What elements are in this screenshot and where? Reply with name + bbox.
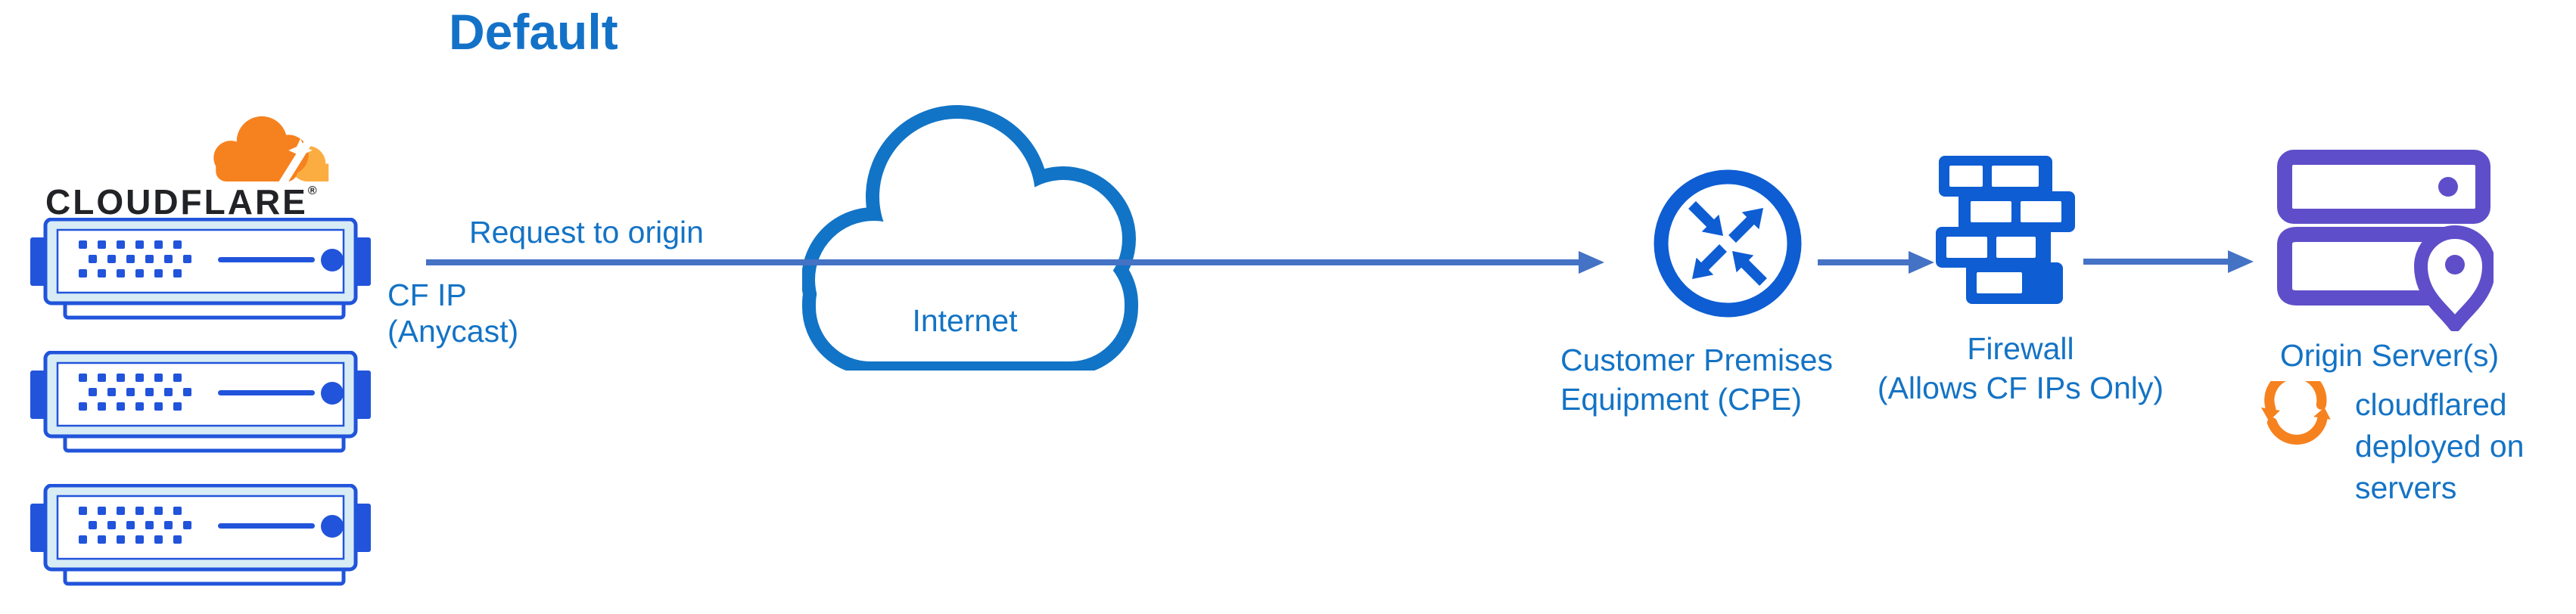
router-ring <box>1654 169 1802 318</box>
cloudflare-logo-cloud-icon <box>188 109 336 188</box>
server-power-dot <box>321 249 344 271</box>
cf-ip-line2: (Anycast) <box>387 314 519 349</box>
firewall-to-origin-arrow-line <box>2083 259 2229 265</box>
server-slot-line <box>218 257 315 262</box>
diagram-title: Default <box>449 4 618 60</box>
cf-ip-anycast-label: CF IP (Anycast) <box>387 277 518 349</box>
cf-ip-line1: CF IP <box>387 278 467 312</box>
internet-cloud-icon <box>801 104 1143 375</box>
location-pin-dot <box>2445 255 2465 274</box>
edge-server-icon <box>30 350 371 460</box>
cpe-to-firewall-arrow-line <box>1818 259 1910 265</box>
firewall-label-line2: (Allows CF IPs Only) <box>1877 371 2164 405</box>
cpe-label-line1: Customer Premises <box>1560 343 1833 377</box>
origin-servers-label: Origin Server(s) <box>2279 338 2500 373</box>
cloudflared-note-line2: deployed on <box>2355 429 2525 464</box>
logo-white-slash <box>278 130 318 188</box>
firewall-icon <box>1936 156 2077 308</box>
request-to-origin-label: Request to origin <box>469 215 704 250</box>
origin-rack1-dot <box>2438 177 2458 197</box>
logo-white-star <box>288 138 313 163</box>
brick-holes <box>1946 166 2061 293</box>
internet-label: Internet <box>912 303 1018 338</box>
cpe-label-line2: Equipment (CPE) <box>1560 382 1803 417</box>
origin-servers-icon <box>2274 150 2496 335</box>
sync-arrows-icon <box>2254 368 2346 453</box>
cloudflared-note-line1: cloudflared <box>2355 387 2507 422</box>
cpe-label: Customer Premises Equipment (CPE) <box>1560 340 1954 419</box>
request-arrow-line <box>426 259 1579 265</box>
cloudflare-cloud-graphic <box>213 116 329 188</box>
edge-server-icon <box>30 217 371 327</box>
location-pin-icon <box>2414 225 2496 332</box>
firewall-label-line1: Firewall <box>1967 331 2074 366</box>
cloud-interior-fill <box>815 119 1125 361</box>
firewall-label: Firewall (Allows CF IPs Only) <box>1831 329 2210 408</box>
origin-rack-1 <box>2277 150 2490 224</box>
cloudflared-note: cloudflared deployed on servers <box>2355 384 2524 509</box>
request-arrowhead <box>1579 251 1604 274</box>
logo-orange-cloud <box>213 116 309 182</box>
cpe-router-icon <box>1652 168 1803 323</box>
firewall-to-origin-arrowhead <box>2228 250 2254 273</box>
registered-trademark: ® <box>307 185 317 197</box>
sync-arrowheads <box>2260 407 2331 422</box>
cloudflare-wordmark: CLOUDFLARE® <box>45 181 317 222</box>
cpe-to-firewall-arrowhead <box>1909 251 1934 274</box>
cloudflared-note-line3: servers <box>2355 470 2457 505</box>
server-vent-dots <box>79 240 191 278</box>
edge-server-icon <box>30 483 371 594</box>
brand-name: CLOUDFLARE <box>45 182 308 222</box>
